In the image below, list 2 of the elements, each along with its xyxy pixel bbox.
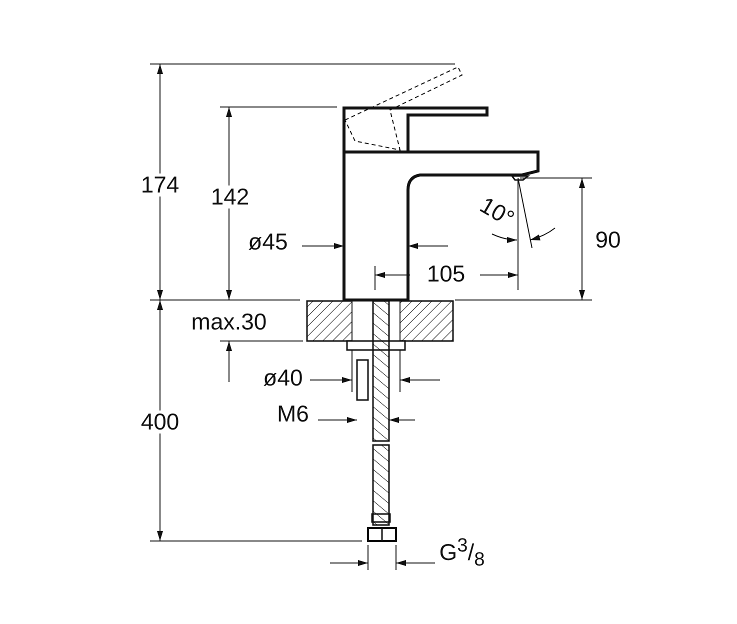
- dimension-label: 10°: [474, 192, 520, 232]
- dimension-label: 400: [138, 410, 182, 434]
